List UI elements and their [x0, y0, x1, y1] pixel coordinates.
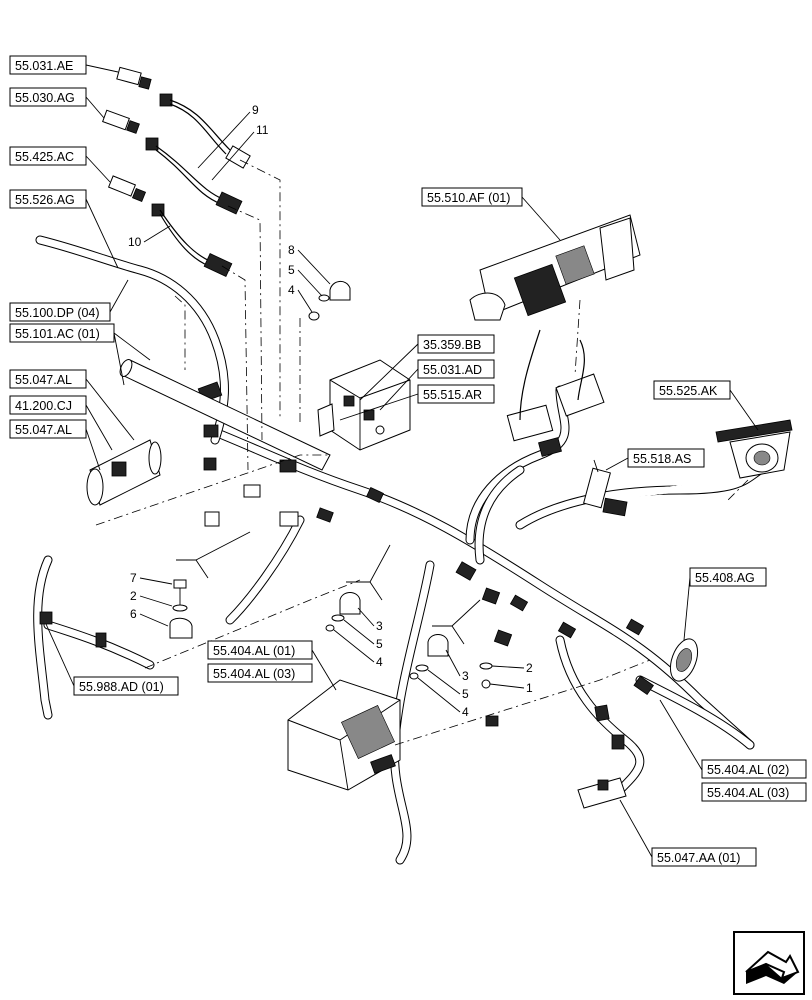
ref-55-510-af-01: 55.510.AF (01) [427, 191, 510, 205]
callout-3-mid: 3 [376, 619, 383, 633]
callout-3-low: 3 [462, 669, 469, 683]
ref-55-404-al-02: 55.404.AL (02) [707, 763, 789, 777]
buzzer [669, 638, 699, 682]
callout-10: 10 [128, 235, 142, 249]
callout-4-mid: 4 [376, 655, 383, 669]
main-harness [33, 235, 765, 865]
hardware-parts [169, 281, 493, 689]
callout-8: 8 [288, 243, 295, 257]
ref-41-200-cj: 41.200.CJ [15, 399, 72, 413]
ref-55-101-ac-01: 55.101.AC (01) [15, 327, 100, 341]
ref-55-518-as: 55.518.AS [633, 452, 691, 466]
ref-55-100-dp-04: 55.100.DP (04) [15, 306, 100, 320]
callout-7: 7 [130, 571, 137, 585]
callout-1: 1 [526, 681, 533, 695]
ref-55-404-al-03-a: 55.404.AL (03) [213, 667, 295, 681]
callout-5-mid: 5 [376, 637, 383, 651]
ref-55-988-ad-01: 55.988.AD (01) [79, 680, 164, 694]
reference-labels: 55.031.AE 55.030.AG 55.425.AC 55.526.AG … [9, 55, 807, 867]
ref-55-525-ak: 55.525.AK [659, 384, 718, 398]
ref-55-425-ac: 55.425.AC [15, 150, 74, 164]
callout-9: 9 [252, 103, 259, 117]
control-box [287, 679, 401, 791]
callout-numbers: 9 11 10 8 5 4 7 2 6 3 5 4 3 5 [128, 103, 533, 719]
callout-4-upper: 4 [288, 283, 295, 297]
valve-block [317, 359, 411, 451]
switch [577, 777, 627, 809]
sensor-connectors [102, 66, 251, 277]
ref-55-047-al-a: 55.047.AL [15, 373, 72, 387]
ref-55-047-al-b: 55.047.AL [15, 423, 72, 437]
callout-6: 6 [130, 607, 137, 621]
ref-55-408-ag: 55.408.AG [695, 571, 755, 585]
position-sensor [583, 459, 628, 517]
callout-2-left: 2 [130, 589, 137, 603]
ref-55-404-al-03-b: 55.404.AL (03) [707, 786, 789, 800]
callout-4-low: 4 [462, 705, 469, 719]
ref-55-031-ad: 55.031.AD [423, 363, 482, 377]
ref-55-047-aa-01: 55.047.AA (01) [657, 851, 740, 865]
callout-2-right: 2 [526, 661, 533, 675]
ref-55-030-ag: 55.030.AG [15, 91, 75, 105]
ref-55-404-al-01: 55.404.AL (01) [213, 644, 295, 658]
ref-35-359-bb: 35.359.BB [423, 338, 481, 352]
ref-55-031-ae: 55.031.AE [15, 59, 73, 73]
ref-55-515-ar: 55.515.AR [423, 388, 482, 402]
dashed-leaders [95, 159, 749, 746]
next-page-arrow-icon[interactable] [733, 931, 805, 995]
callout-11: 11 [256, 123, 269, 137]
callout-5-low: 5 [462, 687, 469, 701]
callout-5-upper: 5 [288, 263, 295, 277]
pedal [715, 419, 793, 479]
cab-assembly [469, 214, 641, 457]
actuator [86, 439, 162, 506]
ref-55-526-ag: 55.526.AG [15, 193, 75, 207]
